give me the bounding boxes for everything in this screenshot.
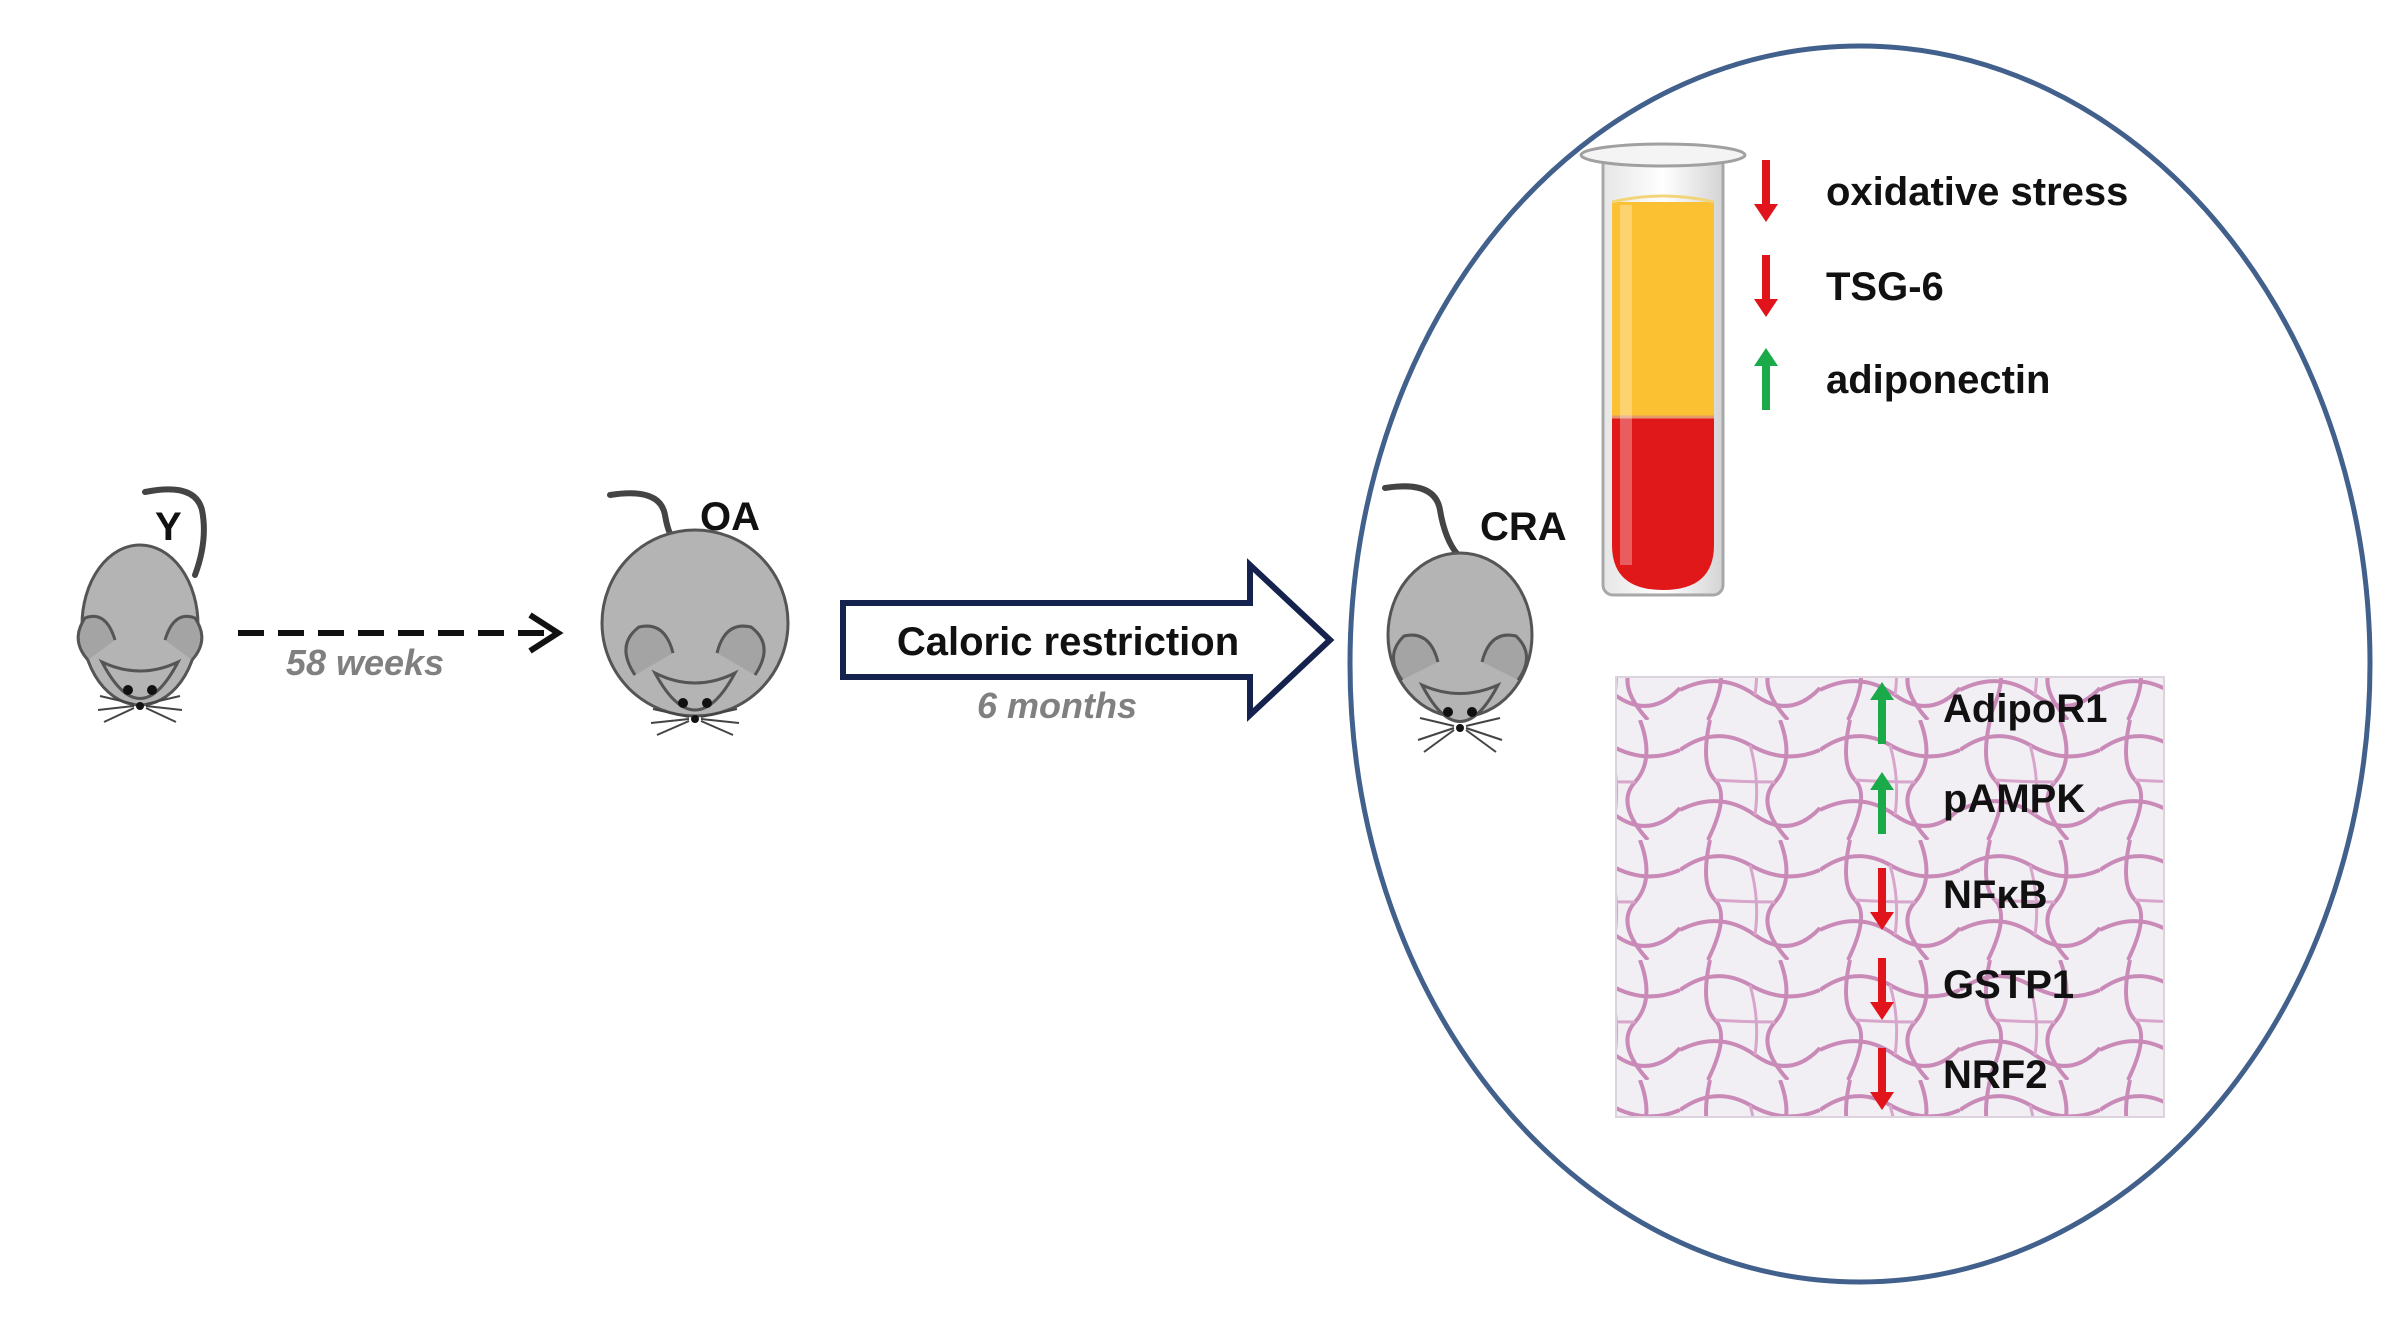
blood-marker-2-label: adiponectin <box>1826 358 2050 402</box>
tissue-marker-0-label: AdipoR1 <box>1943 687 2107 731</box>
tissue-marker-1-up-arrow-icon <box>1870 772 1894 834</box>
aging-duration: 58 weeks <box>286 642 444 683</box>
blood-marker-0-label: oxidative stress <box>1826 170 2128 214</box>
aging-arrow <box>238 612 564 654</box>
tissue-marker-4-down-arrow-icon <box>1870 1048 1894 1110</box>
adipose-tissue-image <box>1615 676 2165 1118</box>
blood-marker-1-label: TSG-6 <box>1826 265 1944 309</box>
tissue-marker-4-label: NRF2 <box>1943 1053 2047 1097</box>
old-mouse-icon <box>600 490 790 736</box>
blood-marker-1-down-arrow-icon <box>1754 255 1778 317</box>
blood-tube-icon <box>1579 142 1747 597</box>
tissue-marker-0-up-arrow-icon <box>1870 682 1894 744</box>
old-mouse-label: OA <box>700 495 760 539</box>
restriction-arrow <box>840 558 1335 722</box>
blood-marker-2-up-arrow-icon <box>1754 348 1778 410</box>
tissue-marker-3-down-arrow-icon <box>1870 958 1894 1020</box>
blood-marker-0-down-arrow-icon <box>1754 160 1778 222</box>
restriction-label: Caloric restriction <box>897 620 1239 664</box>
tissue-marker-2-label: NFκB <box>1943 873 2048 917</box>
young-mouse-label: Y <box>155 505 182 549</box>
young-mouse-icon <box>76 486 207 723</box>
restricted-mouse-label: CRA <box>1480 505 1567 549</box>
restriction-duration: 6 months <box>977 685 1137 726</box>
tissue-marker-1-label: pAMPK <box>1943 777 2085 821</box>
restricted-mouse-icon <box>1382 483 1534 753</box>
tissue-marker-2-down-arrow-icon <box>1870 868 1894 930</box>
result-ellipse <box>1347 43 2373 1285</box>
tissue-marker-3-label: GSTP1 <box>1943 963 2074 1007</box>
